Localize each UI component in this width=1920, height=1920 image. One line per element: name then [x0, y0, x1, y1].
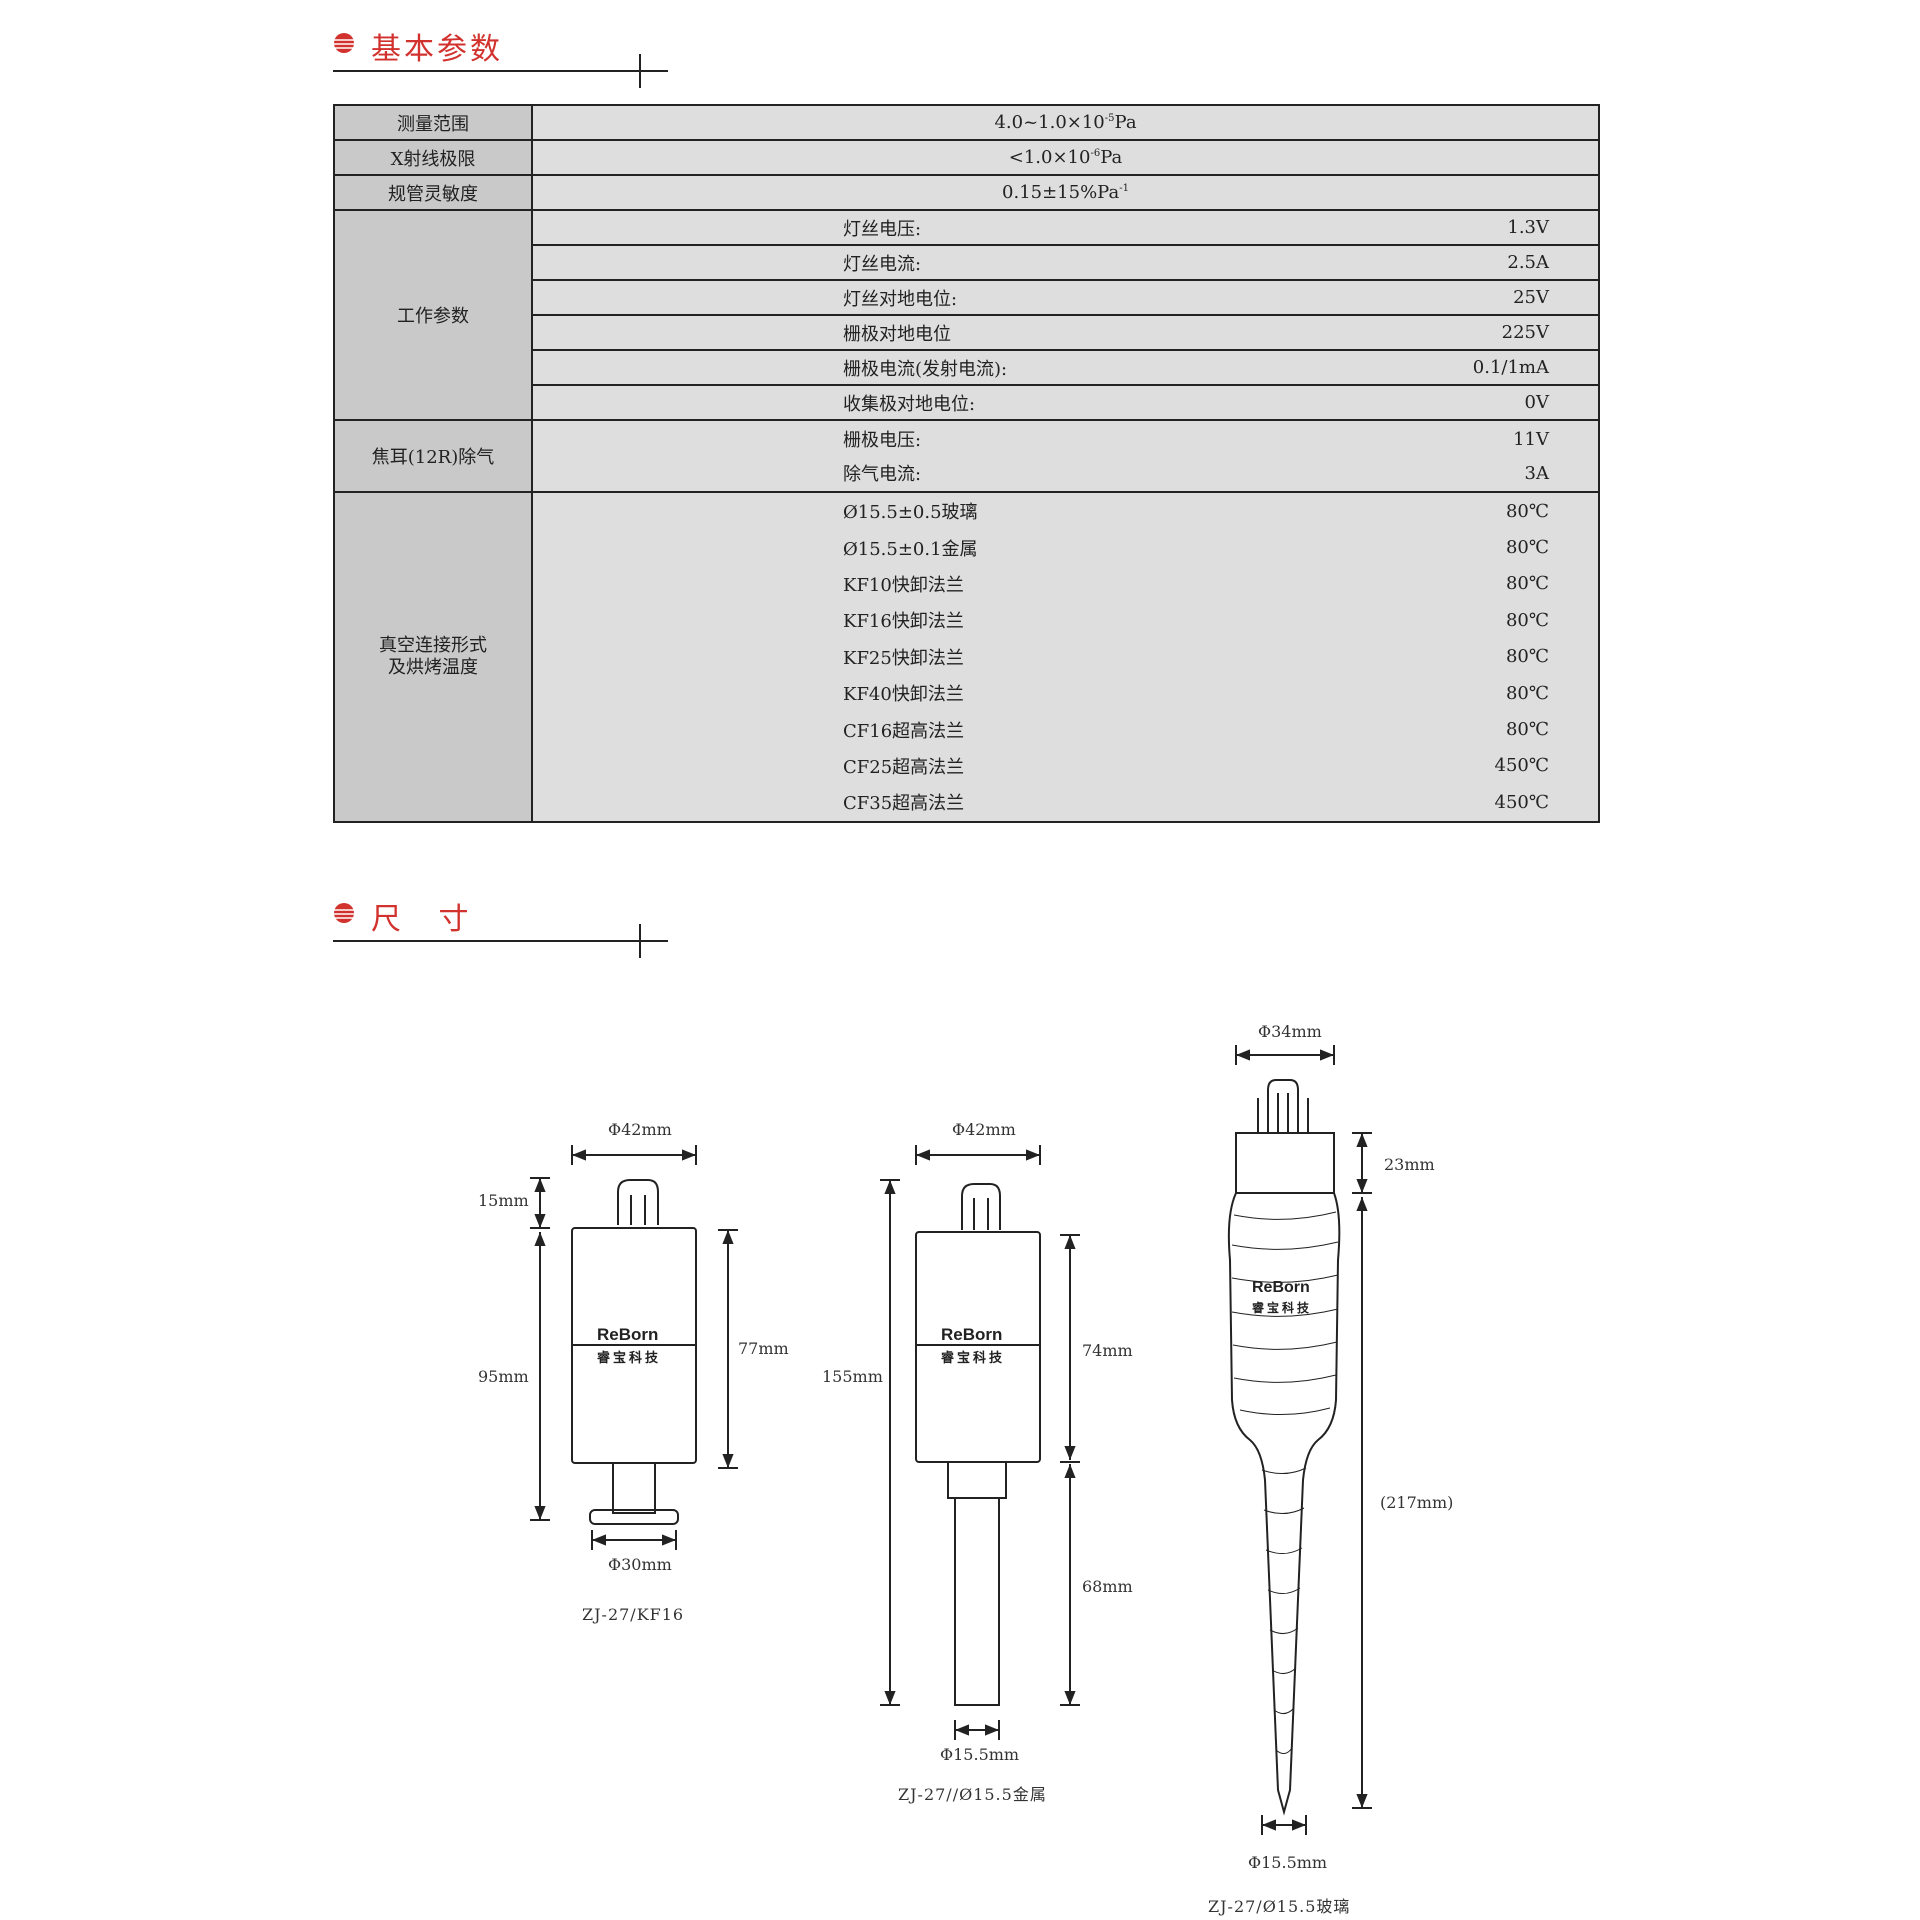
list-item: 栅极电流(发射电流):0.1/1mA: [843, 357, 1549, 380]
caption-kf16: ZJ-27/KF16: [582, 1605, 684, 1624]
dim-total: 155mm: [822, 1367, 883, 1386]
value-measure-range: 4.0~1.0×10-5Pa: [531, 104, 1600, 141]
svg-text:睿宝科技: 睿宝科技: [597, 1350, 661, 1366]
dim-flange: Φ30mm: [608, 1555, 672, 1574]
section-underline: [333, 940, 668, 942]
label-connection: 真空连接形式 及烘烤温度: [333, 491, 533, 823]
caption-glass: ZJ-27/Ø15.5玻璃: [1208, 1897, 1350, 1916]
dim-body: 74mm: [1082, 1341, 1133, 1360]
logo-glass: ReBorn 睿宝科技: [1252, 1279, 1312, 1315]
dim-top: 15mm: [478, 1191, 529, 1210]
gauge-drawing-metal: [880, 1145, 1080, 1740]
table-row: 工作参数 灯丝电压:1.3V: [333, 209, 1600, 421]
section-title-dims: 尺 寸: [371, 902, 483, 937]
value-sensitivity: 0.15±15%Pa-1: [531, 174, 1600, 211]
gauge-drawing-glass: [1227, 1045, 1372, 1835]
section-title-params: 基本参数: [371, 32, 503, 67]
section-tick: [639, 54, 641, 88]
dim-tube: 68mm: [1082, 1577, 1133, 1596]
label-degas: 焦耳(12R)除气: [333, 419, 533, 493]
table-row: 测量范围 4.0~1.0×10-5Pa: [333, 104, 1600, 141]
table-row: 焦耳(12R)除气 栅极电压:11V 除气电流:3A: [333, 419, 1600, 493]
label-sensitivity: 规管灵敏度: [333, 174, 533, 211]
logo-kf16: ReBorn 睿宝科技: [597, 1325, 661, 1366]
table-row: 规管灵敏度 0.15±15%Pa-1: [333, 174, 1600, 211]
dim-total: (217mm): [1380, 1493, 1453, 1512]
table-row: 收集极对地电位:0V: [334, 384, 1600, 421]
dim-width: Φ34mm: [1258, 1022, 1322, 1041]
table-row: 灯丝电流:2.5A: [334, 244, 1600, 281]
svg-text:睿宝科技: 睿宝科技: [941, 1350, 1005, 1366]
dim-body: 77mm: [738, 1339, 789, 1358]
table-row: 栅极电流(发射电流):0.1/1mA: [334, 349, 1600, 386]
section-underline: [333, 70, 668, 72]
section-bullet-icon: [334, 903, 354, 923]
caption-metal: ZJ-27//Ø15.5金属: [898, 1785, 1047, 1804]
svg-text:ReBorn: ReBorn: [1252, 1279, 1310, 1296]
section-tick: [639, 924, 641, 958]
svg-text:ReBorn: ReBorn: [941, 1325, 1002, 1344]
dim-width: Φ42mm: [952, 1120, 1016, 1139]
params-table: 测量范围 4.0~1.0×10-5Pa X射线极限 <1.0×10-6Pa 规管…: [333, 104, 1600, 823]
list-item: 栅极电压:11V: [843, 428, 1549, 452]
table-row: X射线极限 <1.0×10-6Pa: [333, 139, 1600, 176]
svg-text:睿宝科技: 睿宝科技: [1252, 1300, 1312, 1315]
list-item: 灯丝对地电位:25V: [843, 287, 1549, 310]
list-item: 灯丝电流:2.5A: [843, 252, 1549, 275]
label-xray-limit: X射线极限: [333, 139, 533, 176]
svg-text:ReBorn: ReBorn: [597, 1325, 658, 1344]
dim-cap: 23mm: [1384, 1155, 1435, 1174]
logo-metal: ReBorn 睿宝科技: [941, 1325, 1005, 1366]
section-bullet-icon: [334, 33, 354, 53]
dim-total: 95mm: [478, 1367, 529, 1386]
list-item: 收集极对地电位:0V: [843, 392, 1549, 415]
dim-pipe: Φ15.5mm: [1248, 1853, 1327, 1872]
value-xray-limit: <1.0×10-6Pa: [531, 139, 1600, 176]
list-item: 除气电流:3A: [843, 462, 1549, 486]
dim-pipe: Φ15.5mm: [940, 1745, 1019, 1764]
label-work-params: 工作参数: [333, 209, 533, 421]
dim-width: Φ42mm: [608, 1120, 672, 1139]
gauge-drawing-kf16: [530, 1145, 738, 1550]
label-measure-range: 测量范围: [333, 104, 533, 141]
list-item: 灯丝电压:1.3V: [843, 217, 1549, 240]
table-row: 灯丝对地电位:25V: [334, 279, 1600, 316]
